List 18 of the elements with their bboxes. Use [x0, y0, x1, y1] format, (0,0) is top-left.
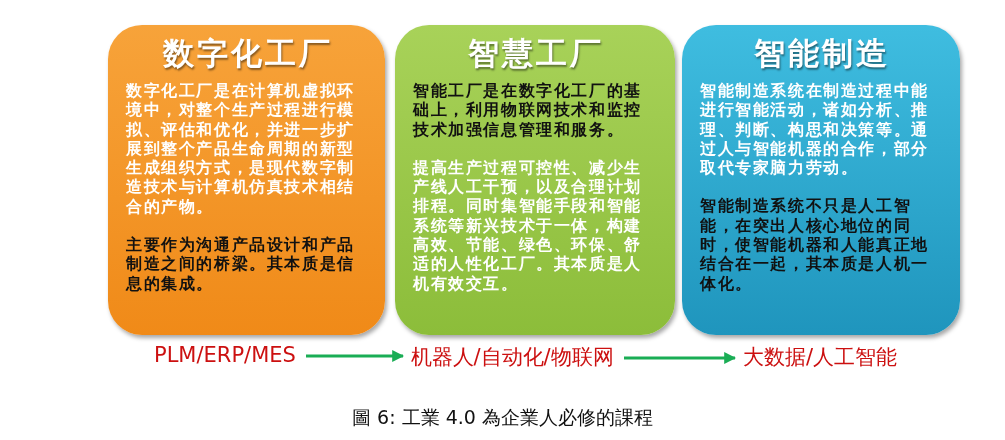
stage-label: 大数据/人工智能 — [743, 343, 898, 371]
rounded-card — [395, 25, 675, 335]
card-paragraph: 数字化工厂是在计算机虚拟环境中，对整个生产过程进行模拟、评估和优化，并进一步扩展到整个产品生命周期的新型生成组织方式，是现代数字制造技术与计算机仿真技术相结合的产物。 — [126, 81, 356, 217]
card-heading: 数字化工厂 — [161, 34, 334, 73]
rounded-card — [108, 25, 385, 335]
stage-label: 机器人/自动化/物联网 — [410, 343, 614, 371]
rounded-card — [682, 25, 960, 335]
card-heading: 智慧工厂 — [467, 34, 605, 73]
stage-label: PLM/ERP/MES — [154, 343, 296, 367]
arrow — [624, 352, 737, 364]
figure-caption: 圖 6: 工業 4.0 為企業人必修的課程 — [351, 405, 654, 430]
card-paragraph: 主要作为沟通产品设计和产品制造之间的桥梁。其本质是信息的集成。 — [126, 235, 356, 293]
arrow — [306, 350, 405, 362]
card-paragraph: 提高生产过程可控性、减少生产线人工干预，以及合理计划排程。同时集智能手段和智能系统等新兴技术于一体，构建高效、节能、绿色、环保、舒适的人性化工厂。其本质是人机有效交互。 — [413, 157, 643, 293]
card-heading: 智能制造 — [753, 34, 891, 73]
card-paragraph: 智能工厂是在数字化工厂的基础上，利用物联网技术和监控技术加强信息管理和服务。 — [413, 81, 643, 139]
card-paragraph: 智能制造系统在制造过程中能进行智能活动，诸如分析、推理、判断、构思和决策等。通过人与智能机器的合作，部分取代专家脑力劳动。 — [700, 81, 930, 178]
card-paragraph: 智能制造系统不只是人工智能，在突出人核心地位的同时，使智能机器和人能真正地结合在一起，其本质是人机一体化。 — [700, 196, 930, 293]
